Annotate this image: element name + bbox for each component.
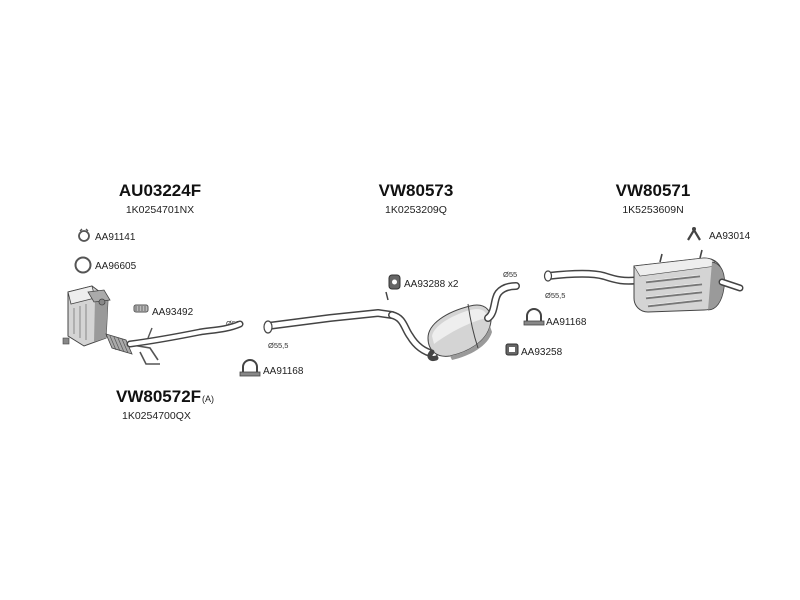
catalyst-label-group: AU03224F 1K0254701NX (119, 181, 201, 216)
rear-silencer-inlet-pipe-highlight (545, 271, 643, 284)
middle-silencer-lower-stub (427, 349, 439, 361)
rear-silencer-part-number: VW80571 (616, 181, 691, 200)
middle-silencer-oem-number: 1K0253209Q (385, 204, 447, 216)
downpipe-oem-number: 1K0254700QX (122, 410, 191, 422)
aa91168-front-label: AA91168 (263, 366, 304, 377)
aa93492-bolt-kit-icon (133, 304, 149, 313)
aa93258-label: AA93258 (521, 347, 563, 358)
rear-silencer-inlet-end (543, 270, 553, 282)
rear-silencer-tailpipe-highlight (720, 280, 742, 290)
downpipe-tube-highlight (128, 322, 242, 346)
aa93288-rubber-hanger-icon (388, 274, 401, 290)
middle-silencer-label-group: VW80573 1K0253209Q (379, 181, 454, 216)
rear-inlet-diameter-label: Ø55,5 (545, 291, 565, 300)
aa96605-label: AA96605 (95, 261, 137, 272)
catalyst-downpipe-drawing (62, 285, 160, 365)
aa91141-clamp-ring-icon (78, 228, 90, 242)
rear-silencer-oem-number: 1K5253609N (622, 204, 683, 216)
intermediate-pipe-front-highlight (265, 310, 395, 329)
catalyst-oem-number: 1K0254701NX (126, 204, 194, 216)
rear-silencer-label-group: VW80571 1K5253609N (616, 181, 691, 216)
middle-silencer-outlet-pipe-highlight (485, 283, 519, 321)
aa93258-rubber-hanger-icon (505, 343, 519, 356)
intermediate-pipe-hanger-rod (385, 291, 389, 301)
middle-silencer-part-number: VW80573 (379, 181, 454, 200)
mid-outlet-diameter-label: Ø55 (503, 270, 517, 279)
intermediate-pipe-flared-end (263, 320, 273, 334)
aa91168-mid-label: AA91168 (546, 317, 587, 328)
downpipe-part-number: VW80572F(A) (116, 387, 214, 406)
intermediate-pipe-s-bend-highlight (389, 312, 437, 357)
aa91168-mid-u-clamp-icon (523, 308, 545, 326)
aa93014-hanger-bracket-icon (687, 227, 701, 241)
downpipe-label-group: VW80572F(A) 1K0254700QX (116, 387, 214, 422)
aa93492-label: AA93492 (152, 307, 194, 318)
middle-silencer-drawing (427, 303, 492, 360)
aa93014-label: AA93014 (709, 231, 751, 242)
aa93288-label: AA93288 x2 (404, 279, 459, 290)
front-pipe-inlet-diameter-label: Ø55,5 (268, 341, 288, 350)
catalyst-part-number: AU03224F (119, 181, 201, 200)
aa91168-front-u-clamp-icon (239, 359, 261, 377)
aa96605-gasket-ring-icon (74, 256, 92, 274)
rear-silencer-drawing (633, 249, 725, 313)
aa91141-label: AA91141 (95, 232, 136, 243)
